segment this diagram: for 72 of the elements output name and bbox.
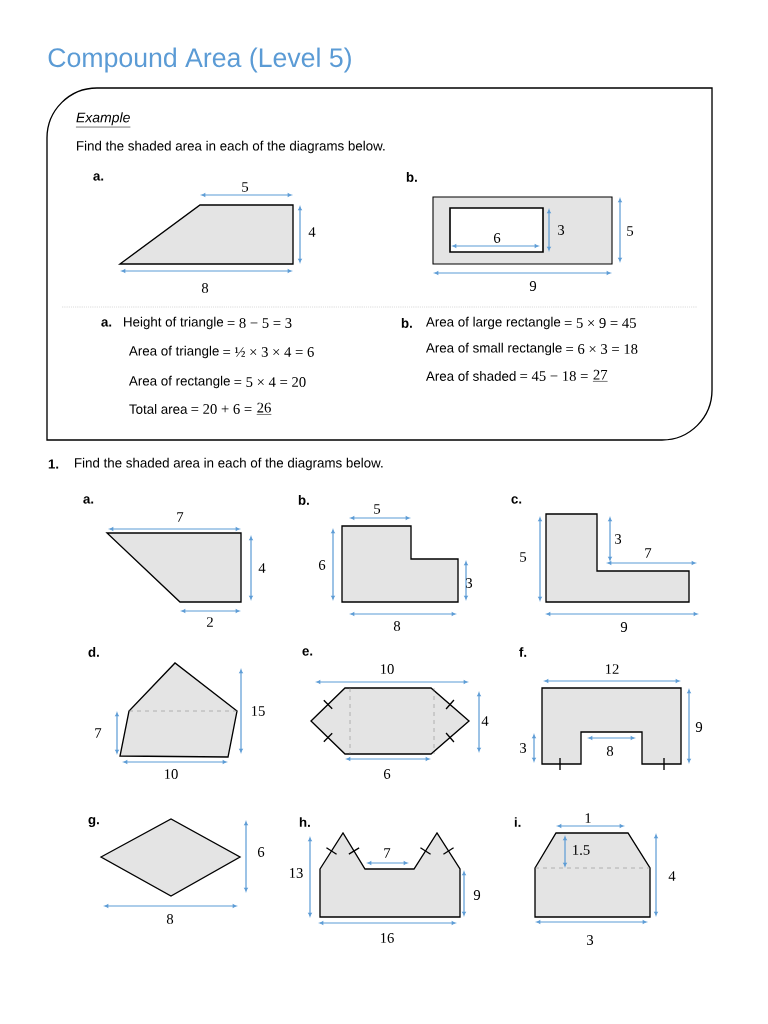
working-text: Height of triangle xyxy=(124,316,224,330)
dimension-label: 9 xyxy=(529,281,537,291)
dimension-label: 15 xyxy=(251,706,265,716)
part-letter: b. xyxy=(401,318,412,328)
working-text: Area of shaded xyxy=(425,371,516,381)
dimension-label: 4 xyxy=(481,716,489,726)
answer: 27 xyxy=(592,369,608,382)
dimension-label: 3 xyxy=(558,225,565,235)
part-letter: b. xyxy=(406,172,417,182)
part-letter: a. xyxy=(101,319,112,327)
working-text: Area of triangle xyxy=(128,345,219,359)
dimension-label: 2 xyxy=(207,617,213,627)
part-letter: f. xyxy=(519,647,527,657)
dimension-label: 16 xyxy=(380,933,394,943)
dimension-label: 6 xyxy=(493,233,501,243)
dimension-label: 13 xyxy=(289,868,303,878)
equation: = 5 × 9 = 45 xyxy=(564,318,636,328)
dimension-label: 12 xyxy=(605,664,619,674)
part-letter: b. xyxy=(298,495,309,505)
equation: = ½ × 3 × 4 = 6 xyxy=(223,347,314,357)
dimension-label: 8 xyxy=(606,746,614,756)
dimension-label: 8 xyxy=(393,621,401,631)
instruction-text: Find the shaded area in each of the diagrams below. xyxy=(77,140,385,154)
equation: = 5 × 4 = 20 xyxy=(234,377,306,387)
dimension-label: 4 xyxy=(668,871,676,881)
working-text: Area of rectangle xyxy=(128,375,230,389)
instruction-text: Find the shaded area in each of the diagrams below. xyxy=(75,457,383,471)
answer: 26 xyxy=(256,402,272,415)
dimension-label: 3 xyxy=(615,534,622,544)
dimension-label: 7 xyxy=(95,728,102,738)
dimension-label: 5 xyxy=(242,182,249,192)
dimension-label: 7 xyxy=(645,548,652,558)
equation: = 45 − 18 = xyxy=(520,371,588,381)
heading: Example xyxy=(75,112,131,128)
dimension-label: 10 xyxy=(164,769,178,779)
part-letter: i. xyxy=(514,817,521,827)
dimension-label: 7 xyxy=(177,512,184,522)
working-text: Area of large rectangle xyxy=(425,316,561,330)
working-text: Area of small rectangle xyxy=(425,342,562,356)
dimension-label: 9 xyxy=(620,622,628,632)
dimension-label: 3 xyxy=(587,935,594,945)
dimension-label: 3 xyxy=(466,578,473,588)
dimension-label: 3 xyxy=(520,743,527,753)
part-letter: e. xyxy=(302,648,313,656)
dimension-label: 8 xyxy=(166,914,174,924)
equation: = 8 − 5 = 3 xyxy=(227,318,292,328)
dimension-label: 7 xyxy=(384,848,391,858)
part-letter: a. xyxy=(93,173,104,181)
dimension-label: 6 xyxy=(318,560,326,570)
equation: = 6 × 3 = 18 xyxy=(566,344,638,354)
working-text: Total area xyxy=(129,404,188,414)
dimension-label: 6 xyxy=(383,769,391,779)
part-letter: a. xyxy=(83,496,94,504)
question-number: 1. xyxy=(48,459,59,469)
title: Compound Area (Level 5) xyxy=(48,47,351,73)
dimension-label: 9 xyxy=(695,722,703,732)
dimension-label: 5 xyxy=(374,504,381,514)
dimension-label: 6 xyxy=(257,847,265,857)
dimension-label: 4 xyxy=(258,563,266,573)
dimension-label: 5 xyxy=(520,552,527,562)
part-letter: g. xyxy=(88,817,99,827)
dimension-label: 5 xyxy=(627,226,634,236)
equation: = 20 + 6 = xyxy=(191,404,252,414)
part-letter: h. xyxy=(299,817,310,827)
dimension-label: 10 xyxy=(380,664,394,674)
dimension-label: 1.5 xyxy=(573,845,590,855)
dimension-label: 8 xyxy=(201,283,209,293)
dimension-label: 1 xyxy=(585,813,591,823)
dimension-label: 9 xyxy=(473,890,481,900)
part-letter: d. xyxy=(88,647,99,657)
part-letter: c. xyxy=(511,496,522,504)
dimension-label: 4 xyxy=(308,227,316,237)
